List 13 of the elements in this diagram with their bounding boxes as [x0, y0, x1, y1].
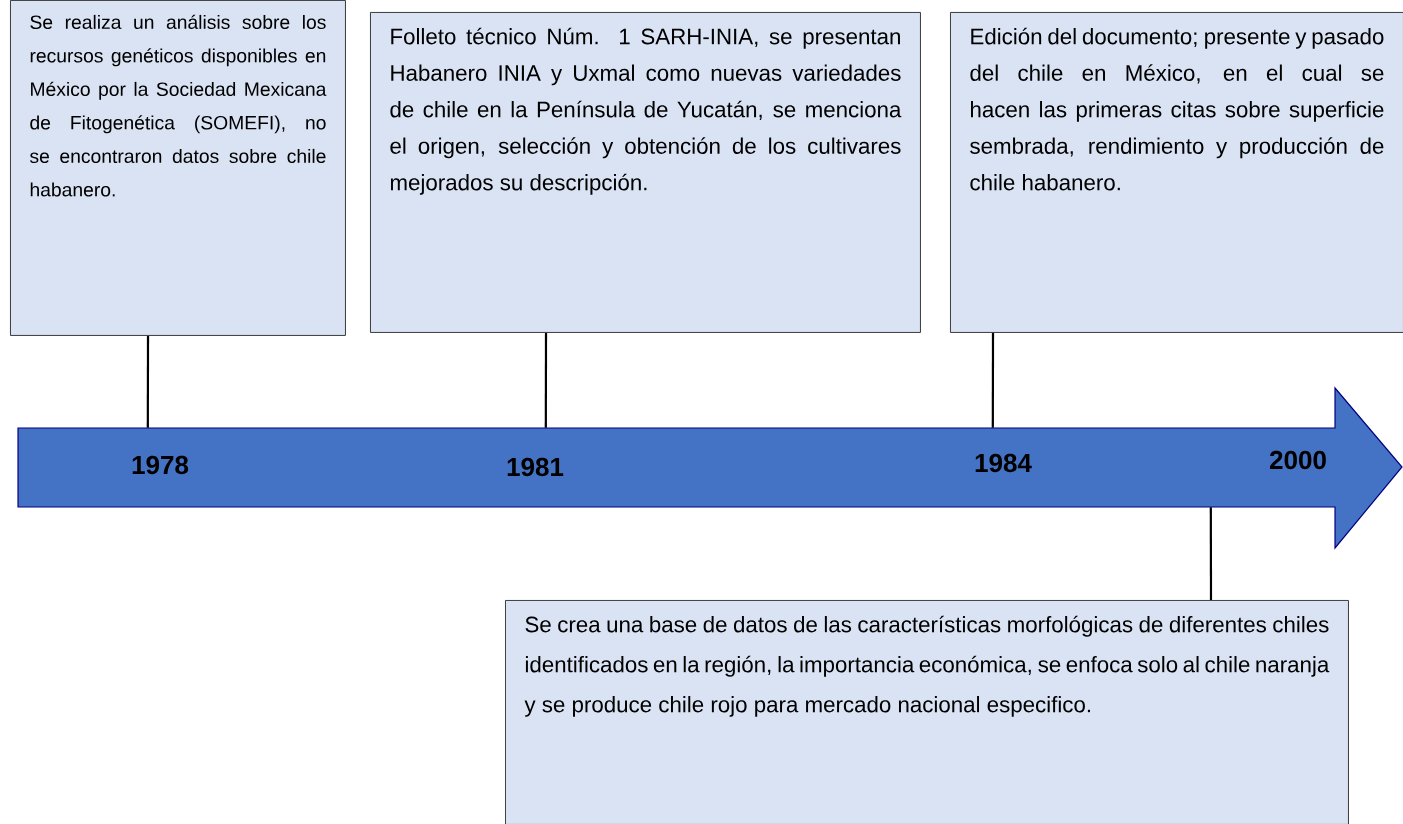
event-box: Se realiza un análisis sobre los recursos genéticos disponibles en México por la Sociedad Mexicana de Fitogenética (SOMEFI), no se encontraron datos sobre chile habanero.: [10, 0, 346, 336]
event-box: Folleto técnico Núm. 1 SARH-INIA, se presentan Habanero INIA y Uxmal como nuevas variedades de chile en la Península de Yucatán, se menciona el origen, selección y obtención de los cultivares mejorados su descripción.: [370, 12, 921, 333]
year-label: 1984: [975, 453, 1032, 473]
event-box: Edición del documento; presente y pasado del chile en México, en el cual se hacen las primeras citas sobre superficie sembrada, rendimiento y producción de chile habanero.: [950, 12, 1403, 333]
connector-line: [146, 335, 150, 428]
connector-line: [1209, 507, 1213, 600]
year-label: 1978: [132, 455, 189, 475]
connector-line: [991, 332, 995, 428]
year-label: 1981: [507, 457, 564, 477]
event-box: Se crea una base de datos de las características morfológicas de diferentes chiles identificados en la región, la importancia económica, se enfoca solo al chile naranja y se produce chile rojo para mercado nacional especifico.: [505, 600, 1349, 824]
connector-line: [544, 332, 548, 428]
timeline-band: [17, 386, 1403, 550]
year-label: 2000: [1270, 450, 1326, 470]
